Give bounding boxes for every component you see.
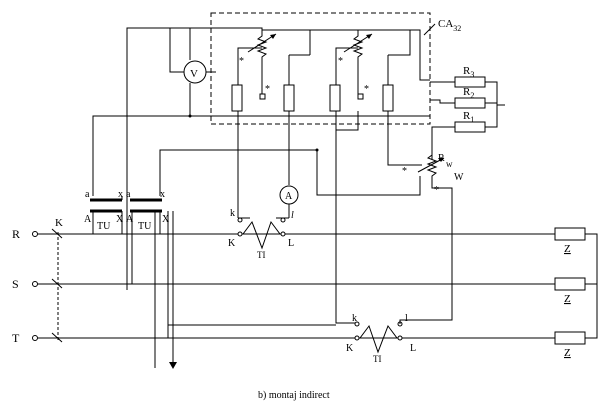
phase-t-terminal (32, 335, 38, 341)
svg-text:*: * (338, 56, 343, 67)
svg-text:*: * (402, 166, 407, 177)
svg-text:A: A (285, 191, 293, 202)
phase-r-label: R (12, 227, 20, 241)
loads: Z Z Z (554, 227, 598, 359)
wattmeter-right-coil-b (382, 84, 394, 112)
svg-text:a: a (126, 189, 131, 200)
svg-text:x: x (118, 189, 123, 200)
svg-text:A: A (126, 214, 134, 225)
svg-text:k: k (230, 208, 235, 219)
svg-text:k: k (352, 313, 357, 324)
wattmeter-right-resistor (352, 30, 364, 68)
voltage-transformers: a x a x A X A X TU TU (84, 150, 177, 369)
current-transformer-r: k l K L TI (228, 208, 296, 260)
svg-text:A: A (84, 214, 92, 225)
tu1-label: TU (97, 221, 111, 232)
svg-text:Z: Z (564, 347, 571, 359)
r2-label: R2 (463, 86, 474, 100)
svg-text:X: X (162, 214, 170, 225)
switch-k: K (51, 217, 63, 343)
wattmeter-right-coil-a (329, 84, 341, 112)
svg-text:*: * (434, 185, 439, 196)
svg-text:K: K (228, 238, 236, 249)
svg-text:a: a (85, 189, 90, 200)
phase-lines: R S T (12, 227, 555, 345)
switch-k-label: K (55, 217, 63, 229)
r3-label: R3 (463, 65, 474, 79)
load-r (554, 227, 586, 241)
phase-t-label: T (12, 331, 20, 345)
svg-text:*: * (265, 84, 270, 95)
svg-text:L: L (410, 343, 416, 354)
svg-text:l: l (291, 210, 294, 221)
svg-text:Z: Z (564, 293, 571, 305)
svg-text:V: V (190, 68, 198, 80)
svg-text:W: W (454, 172, 464, 183)
voltage-circuit: V (92, 27, 430, 290)
wattmeter-enclosure (210, 12, 431, 125)
resistor-rw: R w W * * (387, 111, 464, 321)
wattmeter-left-coil-b (283, 84, 295, 112)
svg-text:L: L (288, 238, 294, 249)
current-transformer-t: k l K L TI (168, 313, 416, 364)
ti1-label: TI (257, 250, 266, 260)
wattmeter-ca32: CA32 * * * * (210, 12, 461, 125)
current-circuit: A (159, 111, 421, 324)
r1-label: R1 (463, 110, 474, 124)
phase-s-label: S (12, 277, 19, 291)
wattmeter-label: CA32 (438, 18, 461, 33)
svg-text:*: * (239, 56, 244, 67)
svg-text:Z: Z (564, 243, 571, 255)
wattmeter-left-coil-a (231, 84, 243, 112)
load-t (554, 331, 586, 345)
svg-text:*: * (364, 84, 369, 95)
svg-text:K: K (346, 343, 354, 354)
tu2-label: TU (138, 221, 152, 232)
svg-text:R: R (438, 153, 445, 164)
svg-text:X: X (116, 214, 124, 225)
svg-text:x: x (160, 189, 165, 200)
resistor-bank: R3 R2 R1 (430, 65, 505, 160)
load-s (554, 277, 586, 291)
ti2-label: TI (373, 354, 382, 364)
phase-r-terminal (32, 231, 38, 237)
svg-text:w: w (446, 159, 453, 169)
phase-s-terminal (32, 281, 38, 287)
caption: b) montaj indirect (258, 390, 330, 401)
wattmeter-left-resistor (256, 30, 268, 68)
svg-text:l: l (405, 313, 408, 324)
